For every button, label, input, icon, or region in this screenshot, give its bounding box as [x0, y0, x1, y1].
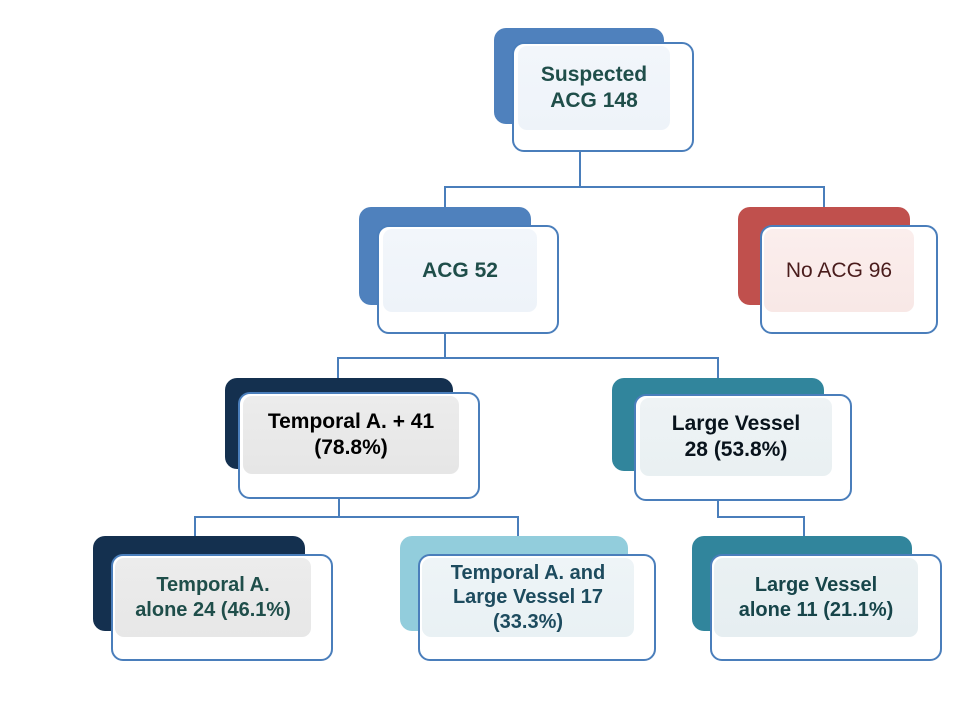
- node-label: Large Vessel 28 (53.8%): [671, 412, 801, 461]
- node-temporal-artery[interactable]: Temporal A. + 41 (78.8%): [225, 378, 480, 499]
- node-temporal-and-large-vessel[interactable]: Temporal A. and Large Vessel 17 (33.3%): [400, 536, 656, 661]
- node-large-vessel[interactable]: Large Vessel 28 (53.8%): [612, 378, 852, 501]
- connector-to-large-vessel-alone: [803, 516, 805, 537]
- node-large-vessel-alone[interactable]: Large Vessel alone 11 (21.1%): [692, 536, 942, 661]
- node-label: Large Vessel alone 11 (21.1%): [738, 574, 894, 621]
- connector-to-no-acg: [823, 186, 825, 210]
- connector-to-acg: [444, 186, 446, 210]
- connector-acg-stem: [444, 330, 446, 357]
- node-fill: Suspected ACG 148: [518, 46, 670, 130]
- node-fill: Temporal A. alone 24 (46.1%): [115, 558, 311, 637]
- connector-to-temporal-artery: [337, 357, 339, 379]
- node-label: No ACG 96: [785, 258, 893, 282]
- connector-to-temporal-and-large-vessel: [517, 516, 519, 537]
- node-fill: Large Vessel alone 11 (21.1%): [714, 558, 918, 637]
- node-temporal-artery-alone[interactable]: Temporal A. alone 24 (46.1%): [93, 536, 333, 661]
- connector-suspected-stem: [579, 148, 581, 186]
- connector-to-large-vessel: [717, 357, 719, 379]
- connector-large-vessel-stem: [717, 495, 719, 516]
- node-label: Suspected ACG 148: [540, 63, 648, 112]
- connector-to-temporal-artery-alone: [194, 516, 196, 537]
- node-label: Temporal A. alone 24 (46.1%): [135, 574, 291, 621]
- node-fill: Temporal A. and Large Vessel 17 (33.3%): [422, 558, 634, 637]
- node-suspected-acg[interactable]: Suspected ACG 148: [494, 28, 694, 152]
- connector-level4-left-bus: [194, 516, 519, 518]
- connector-level2-bus: [444, 186, 825, 188]
- node-no-acg[interactable]: No ACG 96: [738, 207, 938, 334]
- node-label: Temporal A. + 41 (78.8%): [267, 410, 435, 459]
- node-fill: Large Vessel 28 (53.8%): [640, 398, 832, 476]
- node-fill: No ACG 96: [764, 229, 914, 312]
- node-fill: Temporal A. + 41 (78.8%): [243, 396, 459, 474]
- connector-level4-right-bus: [717, 516, 805, 518]
- node-label: ACG 52: [422, 258, 498, 282]
- node-label: Temporal A. and Large Vessel 17 (33.3%): [450, 561, 606, 633]
- node-acg[interactable]: ACG 52: [359, 207, 559, 334]
- connector-temporal-artery-stem: [338, 495, 340, 516]
- node-fill: ACG 52: [383, 229, 537, 312]
- connector-level3-bus: [337, 357, 718, 359]
